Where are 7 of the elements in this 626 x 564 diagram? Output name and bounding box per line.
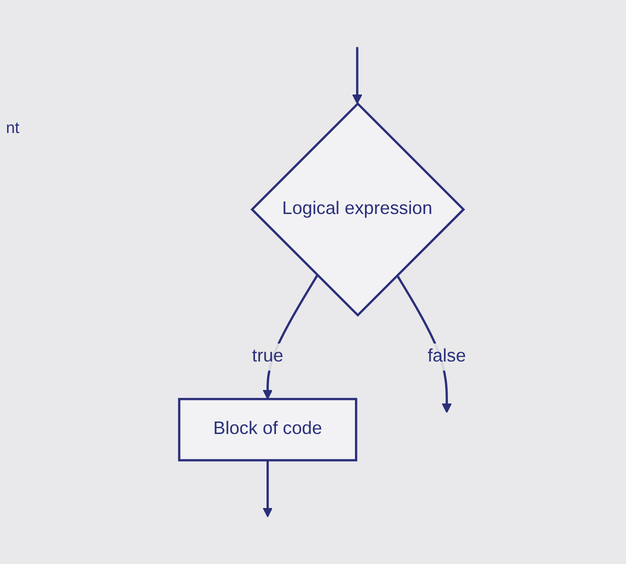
node-box: Block of code bbox=[178, 398, 358, 462]
arrow bbox=[352, 47, 362, 104]
node-diamond: Logical expression bbox=[250, 102, 466, 317]
edge-label: false bbox=[428, 346, 466, 366]
arrow bbox=[262, 460, 273, 518]
edge-label: true bbox=[252, 346, 284, 366]
note-text: nt bbox=[6, 120, 20, 138]
